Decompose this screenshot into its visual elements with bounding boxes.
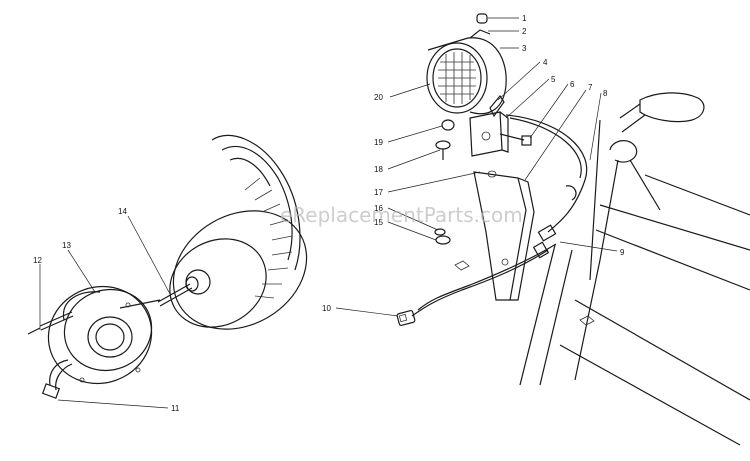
callout-4: 4 [543, 58, 548, 67]
callout-10: 10 [322, 304, 331, 313]
callout-16: 16 [374, 204, 383, 213]
callout-12: 12 [33, 256, 42, 265]
flywheel-housing [119, 134, 308, 330]
callout-13: 13 [62, 241, 71, 250]
callout-7: 7 [588, 83, 593, 92]
callout-18: 18 [374, 165, 383, 174]
wiring-harness [396, 114, 588, 327]
callout-15: 15 [374, 218, 383, 227]
stator-assembly [27, 285, 153, 399]
mount-plate [434, 170, 535, 301]
callout-17: 17 [374, 188, 383, 197]
callout-11: 11 [171, 404, 180, 413]
callout-6: 6 [570, 80, 575, 89]
callout-3: 3 [522, 44, 527, 53]
callout-5: 5 [551, 75, 556, 84]
tractor-frame [454, 92, 750, 446]
callout-9: 9 [620, 248, 625, 257]
leader-lines [39, 17, 618, 409]
callout-8: 8 [603, 89, 608, 98]
callout-20: 20 [374, 93, 383, 102]
watermark-text: eReplacementParts.com [280, 203, 523, 227]
callout-14: 14 [118, 207, 127, 216]
callout-19: 19 [374, 138, 383, 147]
callout-1: 1 [522, 14, 527, 23]
headlight-assembly [426, 13, 532, 160]
callout-2: 2 [522, 27, 527, 36]
callout-labels: 1 2 3 4 5 6 7 8 9 10 11 12 13 14 15 16 1… [33, 14, 625, 413]
